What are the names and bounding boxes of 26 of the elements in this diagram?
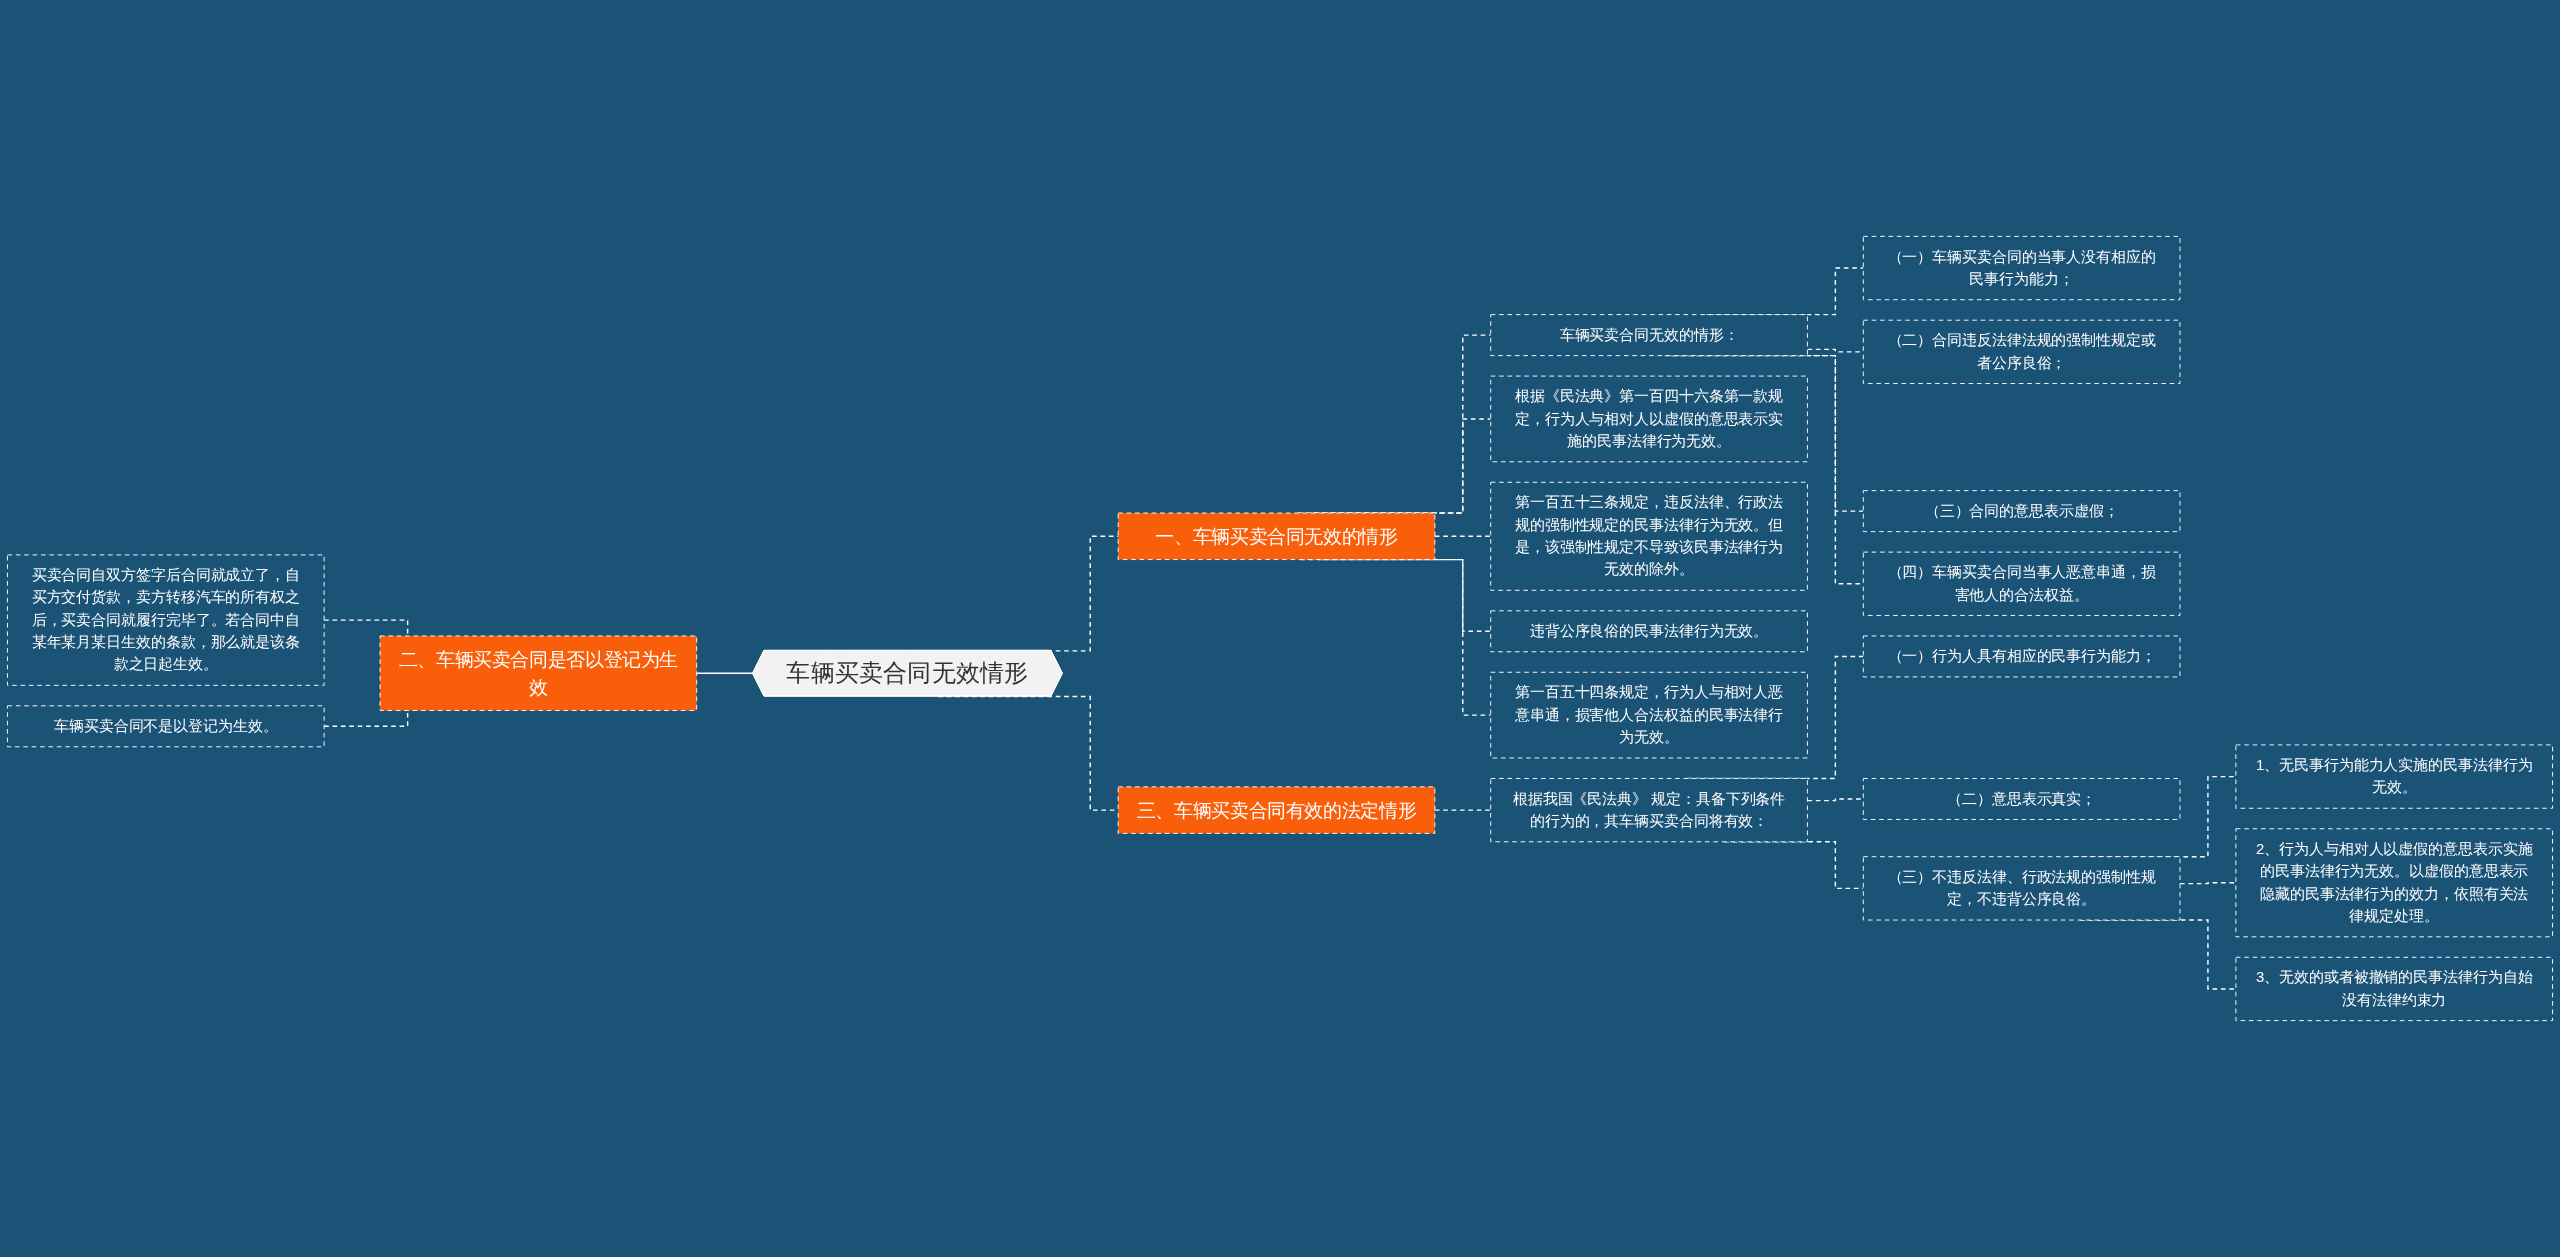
node-box: （一）行为人具有相应的民事行为能力；: [1862, 635, 2181, 678]
node-box: 第一百五十四条规定，行为人与相对人恶意串通，损害他人合法权益的民事法律行为无效。: [1490, 671, 1808, 759]
node-box: 三、车辆买卖合同有效的法定情形: [1117, 786, 1436, 834]
node-box: 车辆买卖合同无效的情形：: [1490, 314, 1808, 357]
node-box: 3、无效的或者被撤销的民事法律行为自始没有法律约束力: [2235, 956, 2553, 1022]
node-box: 买卖合同自双方签字后合同就成立了，自买方交付货款，卖方转移汽车的所有权之后，买卖合同就履行完毕了。若合同中自某年某月某日生效的条款，那么就是该条款之日起生效。: [7, 554, 325, 686]
connector: [2179, 882, 2237, 885]
node-box: 一、车辆买卖合同无效的情形: [1117, 512, 1436, 561]
connector: [696, 672, 754, 675]
connector: [1434, 809, 1492, 811]
node-box: 二、车辆买卖合同是否以登记为生效: [379, 635, 698, 711]
node-box: 违背公序良俗的民事法律行为无效。: [1490, 610, 1808, 653]
node-box: （二）意思表示真实；: [1862, 778, 2181, 820]
connector: [1806, 798, 1864, 802]
node-box: （四）车辆买卖合同当事人恶意串通，损害他人的合法权益。: [1862, 551, 2181, 616]
node-box: 2、行为人与相对人以虚假的意思表示实施的民事法律行为无效。以虚假的意思表示隐藏的民事法律行为的效力，依照有关法律规定处理。: [2235, 828, 2553, 938]
node-box: 根据我国《民法典》 规定：具备下列条件的行为的，其车辆买卖合同将有效：: [1490, 778, 1808, 843]
node-box: （三）不违反法律、行政法规的强制性规定，不违背公序良俗。: [1862, 856, 2181, 921]
connector: [1434, 535, 1492, 537]
node-box: 1、无民事行为能力人实施的民事法律行为无效。: [2235, 744, 2553, 809]
node-box: 第一百五十三条规定，违反法律、行政法规的强制性规定的民事法律行为无效。但是，该强制性规定不导致该民事法律行为无效的除外。: [1490, 481, 1808, 591]
node-box: 车辆买卖合同不是以登记为生效。: [7, 705, 325, 748]
node-box: （一）车辆买卖合同的当事人没有相应的民事行为能力；: [1862, 235, 2181, 301]
node-box: （二）合同违反法律法规的强制性规定或者公序良俗；: [1862, 319, 2181, 384]
node-box: 根据《民法典》第一百四十六条第一款规定，行为人与相对人以虚假的意思表示实施的民事法律行为无效。: [1490, 375, 1808, 463]
node-box: （三）合同的意思表示虚假；: [1862, 490, 2181, 533]
